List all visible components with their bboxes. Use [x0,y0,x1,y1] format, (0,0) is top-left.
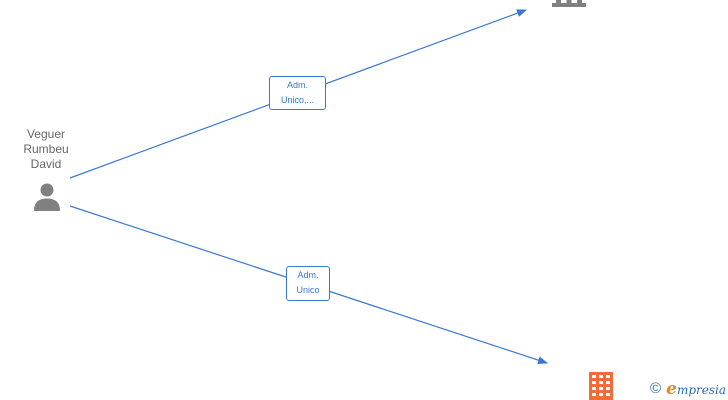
empresia-watermark: © e mpresia [650,378,726,400]
empresia-logo-text: mpresia [676,383,726,397]
relation-label-adm-unico-top[interactable]: Adm. Unico,... [269,76,326,110]
person-icon[interactable] [32,182,62,212]
relation-label-line-1: Adm. [297,270,319,280]
person-name-line-3: David [30,157,62,171]
bank-building-icon[interactable] [550,0,588,8]
person-name-line-1: Veguer [26,127,66,141]
person-name-line-2: Rumbeu [23,142,69,156]
empresia-logo-initial: e [666,379,677,399]
empresia-logo: e mpresia [666,379,726,399]
relation-label-line-2: Unico,... [280,95,314,105]
office-building-icon[interactable] [589,372,613,400]
person-name[interactable]: Veguer Rumbeu David [10,127,82,172]
copyright-symbol: © [650,380,662,397]
relation-label-line-1: Adm. [286,80,308,90]
relation-label-line-2: Unico [296,285,320,295]
relation-label-adm-unico-bottom[interactable]: Adm. Unico [286,266,330,301]
